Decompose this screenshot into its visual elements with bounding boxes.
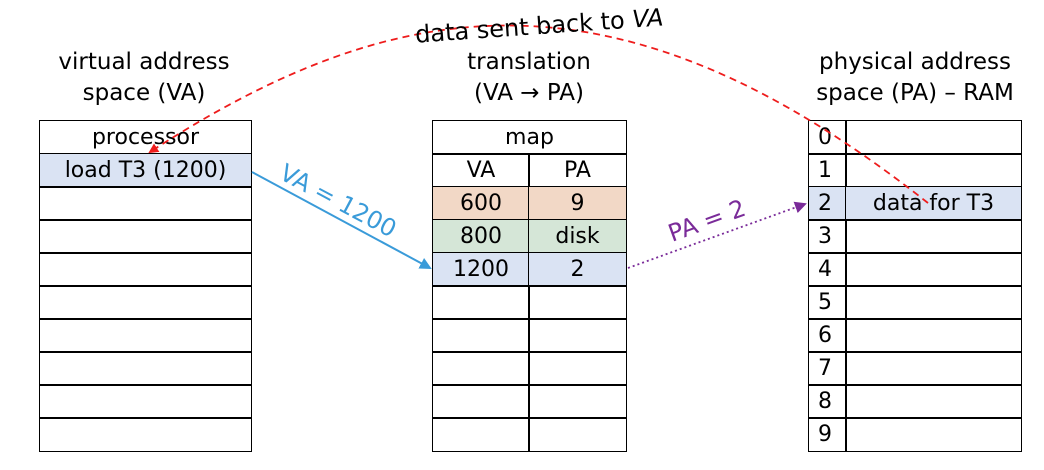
pa-column-header: PA bbox=[528, 153, 627, 188]
virtual-empty-row bbox=[39, 186, 252, 221]
virtual-empty-row bbox=[39, 417, 252, 452]
va-arrow-label: VA = 1200 bbox=[275, 159, 401, 244]
map-pa-cell bbox=[528, 285, 627, 320]
virtual-empty-row bbox=[39, 219, 252, 254]
processor-header: processor bbox=[39, 120, 252, 155]
virtual-empty-row bbox=[39, 252, 252, 287]
virtual-caption-line2: space (VA) bbox=[82, 80, 206, 106]
map-va-cell bbox=[432, 318, 530, 353]
map-pa-cell bbox=[528, 384, 627, 419]
physical-caption: physical address space (PA) – RAM bbox=[800, 47, 1030, 109]
map-header: map bbox=[432, 120, 627, 155]
ram-content-cell bbox=[845, 219, 1022, 254]
virtual-empty-row bbox=[39, 384, 252, 419]
va-column-header: VA bbox=[432, 153, 530, 188]
pa-arrow bbox=[627, 201, 807, 269]
ram-content-cell bbox=[845, 153, 1022, 188]
map-pa-cell bbox=[528, 351, 627, 386]
return-label-prefix: data sent back to bbox=[414, 6, 633, 49]
ram-address-cell: 1 bbox=[808, 153, 847, 188]
ram-address-cell: 3 bbox=[808, 219, 847, 254]
translation-caption-line1: translation bbox=[467, 49, 591, 75]
instruction-row: load T3 (1200) bbox=[39, 153, 252, 188]
map-pa-cell: 2 bbox=[528, 252, 627, 287]
map-va-cell: 600 bbox=[432, 186, 530, 221]
virtual-empty-row bbox=[39, 285, 252, 320]
pa-arrow-label: PA = 2 bbox=[664, 194, 749, 248]
ram-address-cell: 4 bbox=[808, 252, 847, 287]
map-pa-cell bbox=[528, 318, 627, 353]
virtual-empty-row bbox=[39, 318, 252, 353]
return-arrow-label: data sent back to VA bbox=[414, 3, 664, 48]
ram-content-cell bbox=[845, 318, 1022, 353]
virtual-empty-row bbox=[39, 351, 252, 386]
map-va-cell bbox=[432, 417, 530, 452]
ram-content-cell bbox=[845, 417, 1022, 452]
map-va-cell: 800 bbox=[432, 219, 530, 254]
ram-address-cell: 9 bbox=[808, 417, 847, 452]
virtual-caption: virtual address space (VA) bbox=[30, 47, 258, 109]
ram-content-cell bbox=[845, 384, 1022, 419]
ram-content-cell bbox=[845, 285, 1022, 320]
ram-content-cell bbox=[845, 120, 1022, 155]
map-va-cell bbox=[432, 384, 530, 419]
physical-caption-line1: physical address bbox=[819, 49, 1011, 75]
ram-content-cell: data for T3 bbox=[845, 186, 1022, 221]
virtual-caption-line1: virtual address bbox=[58, 49, 230, 75]
map-pa-cell: 9 bbox=[528, 186, 627, 221]
map-pa-cell bbox=[528, 417, 627, 452]
return-label-emph: VA bbox=[631, 3, 664, 33]
map-va-cell: 1200 bbox=[432, 252, 530, 287]
map-va-cell bbox=[432, 285, 530, 320]
map-pa-cell: disk bbox=[528, 219, 627, 254]
translation-caption-line2: (VA → PA) bbox=[474, 80, 584, 106]
ram-content-cell bbox=[845, 252, 1022, 287]
map-va-cell bbox=[432, 351, 530, 386]
translation-caption: translation (VA → PA) bbox=[420, 47, 638, 109]
ram-content-cell bbox=[845, 351, 1022, 386]
ram-address-cell: 0 bbox=[808, 120, 847, 155]
ram-address-cell: 8 bbox=[808, 384, 847, 419]
ram-address-cell: 7 bbox=[808, 351, 847, 386]
ram-address-cell: 5 bbox=[808, 285, 847, 320]
va-arrow bbox=[251, 171, 432, 269]
physical-caption-line2: space (PA) – RAM bbox=[816, 80, 1014, 106]
ram-address-cell: 2 bbox=[808, 186, 847, 221]
ram-address-cell: 6 bbox=[808, 318, 847, 353]
